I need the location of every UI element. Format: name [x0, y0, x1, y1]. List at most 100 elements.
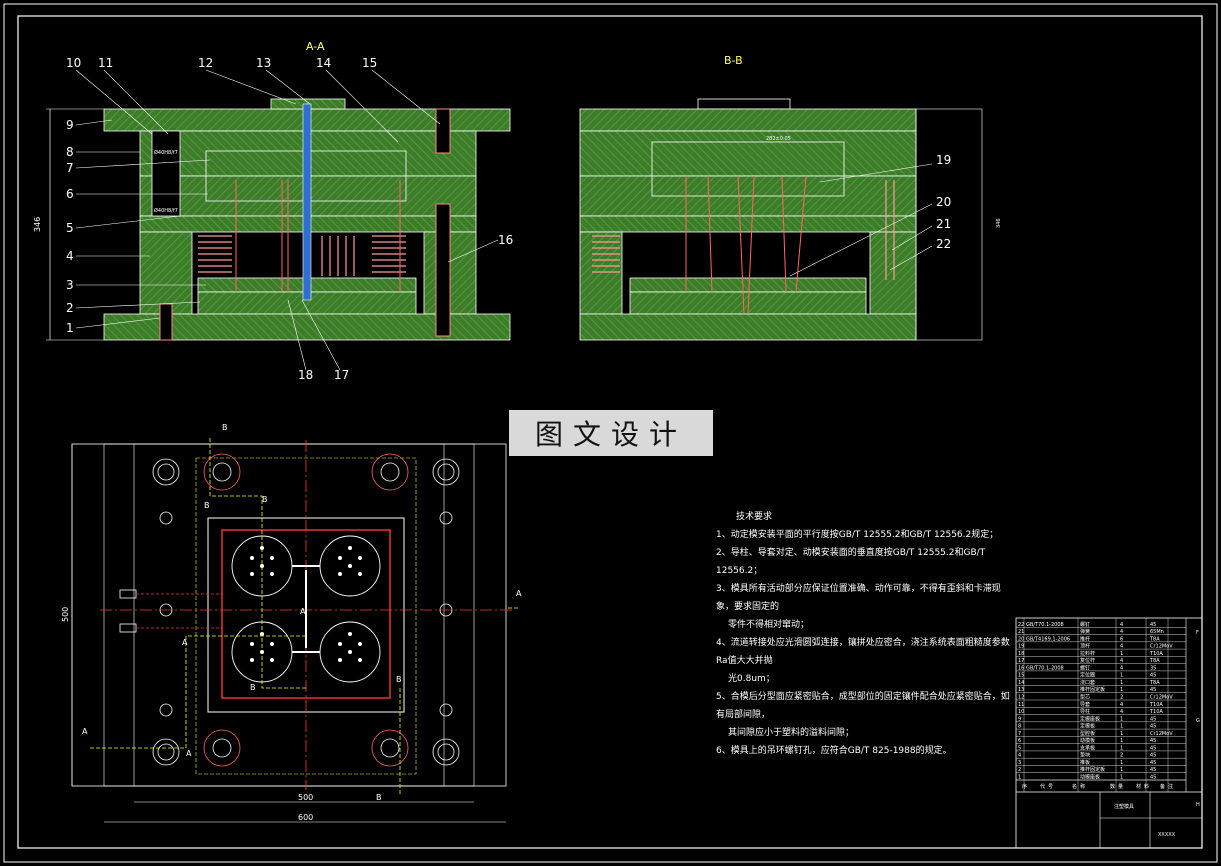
bom-header-cell: 名 — [1072, 783, 1077, 790]
callout-4: 4 — [66, 249, 74, 263]
marker-a-1: A — [182, 638, 188, 647]
bom-cell: T8A — [1149, 636, 1160, 642]
marker-b-1: B — [222, 423, 228, 432]
bom-cell: 1 — [1120, 680, 1123, 686]
bom-cell: 4 — [1120, 622, 1123, 628]
bom-cell: 17 — [1018, 658, 1024, 664]
marker-a-2: A — [186, 749, 192, 758]
bom-header-cell: 号 — [1048, 784, 1053, 790]
bom-header-cell: 数 — [1110, 783, 1115, 790]
tech-req-title: 技术要求 — [736, 512, 773, 522]
bom-cell: 螺钉 — [1080, 621, 1090, 628]
plan-view: B B B B B B A A A A A 500 600 500 — [61, 423, 522, 823]
bom-cell: 18 — [1018, 651, 1024, 657]
callout-18: 18 — [298, 368, 313, 382]
bom-cell: 顶杆 — [1080, 643, 1090, 650]
bom-cell: Cr12MoV — [1150, 644, 1173, 650]
bom-cell: 定位圈 — [1080, 672, 1095, 679]
marker-b-3: B — [204, 501, 210, 510]
bom-cell: 1 — [1120, 767, 1123, 773]
tech-req-4: 4、流道转接处应光滑圆弧连接，镶拼处应密合，浇注系统表面粗糙度参数Ra值大大并抛 — [716, 638, 1010, 666]
plan-dim-600-bottom: 600 — [298, 813, 313, 822]
bom-cell: 1 — [1018, 775, 1021, 781]
marker-b-4: B — [396, 675, 402, 684]
callout-8: 8 — [66, 145, 74, 159]
bom-cell: 垫块 — [1080, 752, 1090, 759]
bom-cell: 45 — [1150, 745, 1156, 751]
bom-header-cell: 材 — [1136, 783, 1141, 790]
bom-header-cell: 称 — [1080, 783, 1085, 790]
bom-header-row: 序代号名称数量材料备注 — [1022, 783, 1173, 790]
zone-letter-g: G — [1196, 718, 1200, 724]
bom-header-cell: 序 — [1022, 783, 1027, 790]
tech-req-5b: 其间隙应小于塑料的溢料间隙； — [728, 728, 855, 738]
bom-cell: 13 — [1018, 687, 1024, 693]
bom-cell: 35 — [1150, 665, 1156, 671]
marker-b-6: B — [376, 793, 382, 802]
callout-15: 15 — [362, 56, 377, 70]
bom-cell: 1 — [1120, 716, 1123, 722]
bom-cell: 12 — [1018, 695, 1024, 701]
callout-1: 1 — [66, 321, 74, 335]
bom-cell: 4 — [1120, 709, 1123, 715]
marker-a-4: A — [516, 589, 522, 598]
bom-cell: 45 — [1150, 716, 1156, 722]
bom-cell: 8 — [1018, 724, 1021, 730]
tech-req-3: 3、模具所有活动部分应保证位置准确、动作可靠，不得有歪斜和卡滞现象，要求固定的 — [716, 584, 1001, 612]
bom-cell: 45 — [1150, 687, 1156, 693]
bom-cell: 4 — [1120, 702, 1123, 708]
bom-cell: 拉料杆 — [1080, 650, 1095, 657]
bom-cell: 5 — [1018, 745, 1021, 751]
callout-16: 16 — [498, 233, 513, 247]
bom-cell: T10A — [1149, 702, 1163, 708]
bom-cell: 推杆 — [1080, 635, 1090, 642]
outer-frame — [3, 3, 1218, 863]
marker-a-5: A — [300, 607, 306, 616]
zone-letter-f: F — [1196, 630, 1199, 636]
bom-cell: 4 — [1120, 665, 1123, 671]
bom-cell: 1 — [1120, 687, 1123, 693]
drawing-code: XXXXX — [1158, 832, 1176, 838]
bom-cell: 推板 — [1080, 759, 1090, 766]
callout-10: 10 — [66, 56, 81, 70]
aa-height-dim: 346 — [33, 217, 42, 232]
section-bb-title: B-B — [724, 54, 743, 67]
bom-cell: 推杆固定板 — [1080, 766, 1105, 773]
aa-fit-1: Ø40H8/f7 — [154, 149, 178, 156]
bom-cell: 4 — [1120, 658, 1123, 664]
bom-cell: 7 — [1018, 731, 1021, 737]
marker-b-2: B — [262, 495, 268, 504]
bom-cell: 导套 — [1080, 701, 1090, 708]
bom-header-cell: 备 — [1160, 783, 1165, 790]
bom-cell: 45 — [1150, 753, 1156, 759]
bom-cell: 螺钉 — [1080, 664, 1090, 671]
bb-width-dim: 282±0.05 — [766, 136, 791, 142]
bom-cell: 复位杆 — [1080, 657, 1095, 664]
bom-cell: 1 — [1120, 651, 1123, 657]
bom-cell: T10A — [1149, 651, 1163, 657]
bom-cell: GB/T70.1-2008 — [1026, 665, 1064, 671]
callout-20: 20 — [936, 195, 951, 209]
bom-cell: 6 — [1018, 738, 1021, 744]
callout-7: 7 — [66, 161, 74, 175]
bom-cell: 4 — [1120, 629, 1123, 635]
bom-cell: 4 — [1018, 753, 1021, 759]
bb-height-dim: 346 — [996, 218, 1002, 228]
bom-cell: 45 — [1150, 622, 1156, 628]
aa-fit-2: Ø40H8/f7 — [154, 207, 178, 214]
bom-cell: 定模座板 — [1080, 715, 1100, 722]
bom-cell: 45 — [1150, 760, 1156, 766]
bom-cell: 2 — [1120, 695, 1123, 701]
callout-6: 6 — [66, 187, 74, 201]
bom-cell: 1 — [1120, 760, 1123, 766]
bom-cell: 1 — [1120, 745, 1123, 751]
bom-cell: 推杆固定板 — [1080, 686, 1105, 693]
callout-21: 21 — [936, 217, 951, 231]
callout-2: 2 — [66, 301, 74, 315]
callout-13: 13 — [256, 56, 271, 70]
plan-dim-500-side: 500 — [61, 607, 70, 622]
bom-header-cell: 量 — [1118, 783, 1123, 790]
